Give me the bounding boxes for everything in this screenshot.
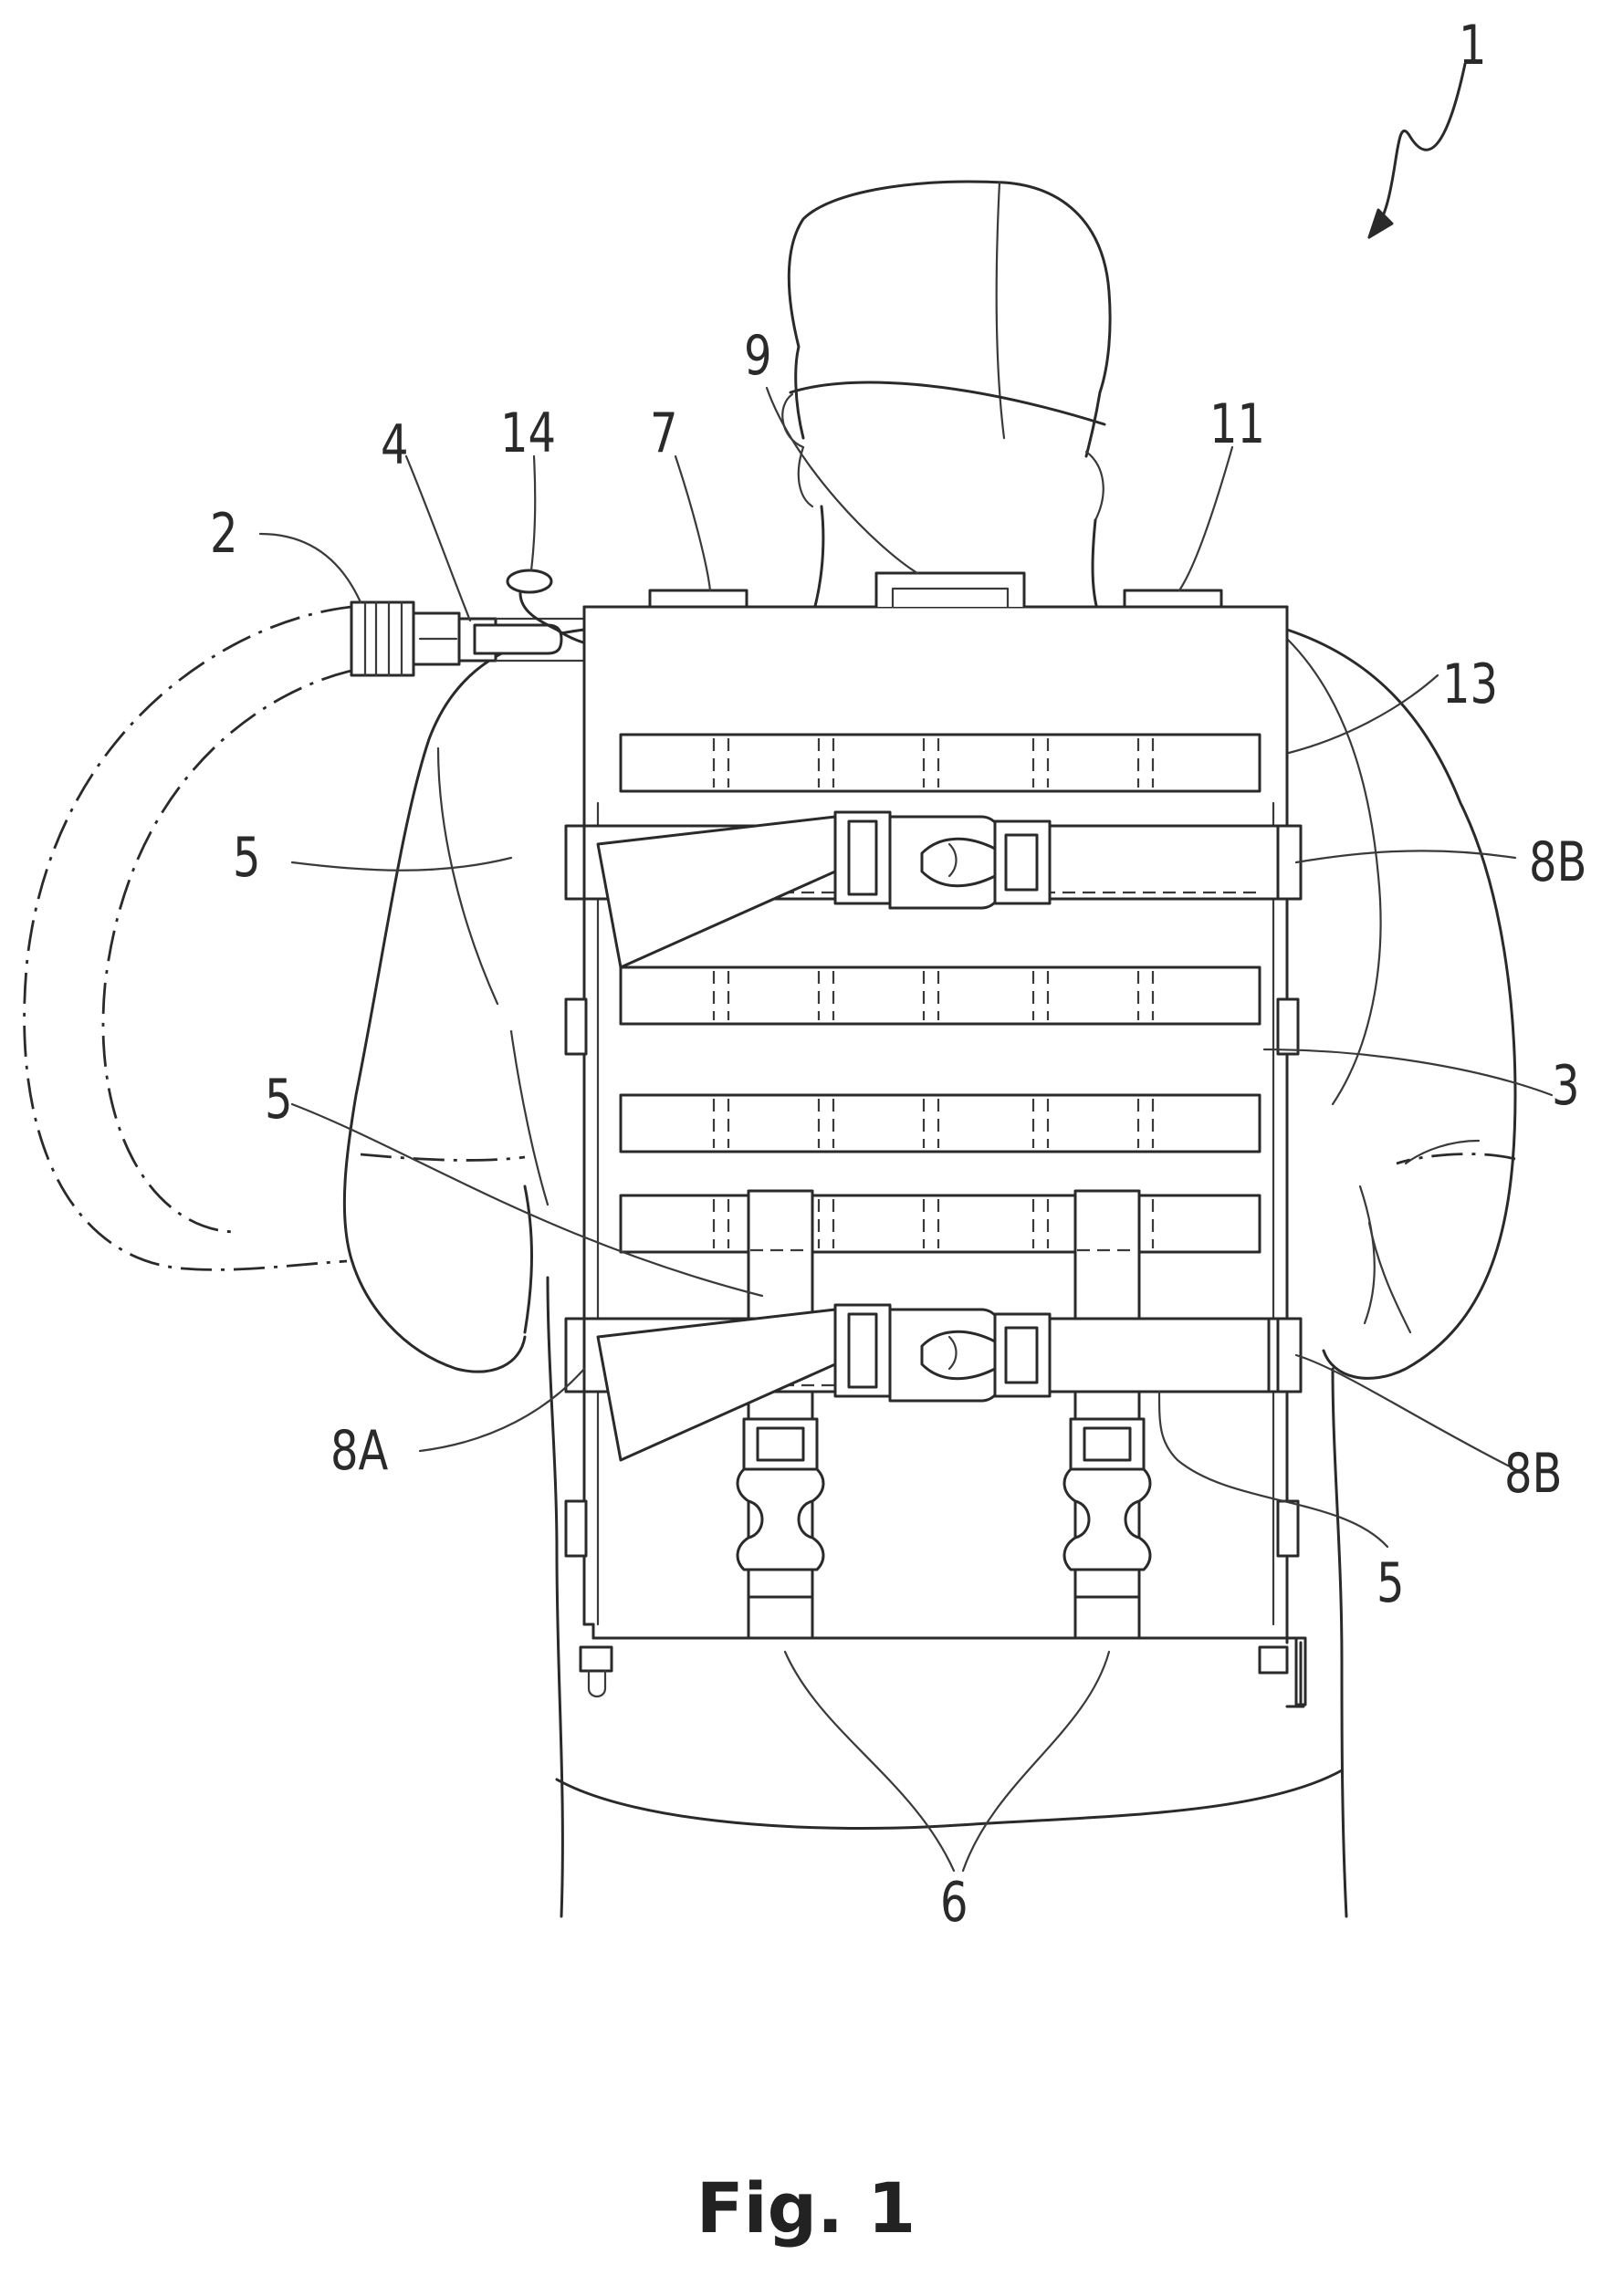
- reference-numeral-5-middle: 5: [265, 1068, 293, 1132]
- reference-numeral-8A: 8A: [330, 1419, 389, 1483]
- hose: [23, 605, 352, 1271]
- reference-numeral-1: 1: [1459, 14, 1487, 78]
- reference-numeral-8B-lower: 8B: [1504, 1442, 1563, 1506]
- reference-numeral-3: 3: [1552, 1054, 1580, 1118]
- reference-numeral-14: 14: [500, 402, 557, 465]
- leader-lines: [258, 62, 1554, 1873]
- reference-numeral-13: 13: [1442, 652, 1499, 716]
- reference-numeral-9: 9: [744, 324, 772, 388]
- figure-caption: Fig. 1: [696, 2167, 916, 2249]
- head: [781, 180, 1112, 631]
- reference-numeral-11: 11: [1209, 392, 1266, 456]
- webbing-rows: [619, 733, 1261, 1254]
- waist-buckles: [736, 1417, 1152, 1599]
- reference-numeral-4: 4: [381, 413, 409, 477]
- upper-chest-strap: [582, 810, 1280, 969]
- lower-chest-strap: [582, 1303, 1280, 1462]
- reference-numeral-5-upper: 5: [233, 826, 261, 890]
- reference-numeral-5-lower: 5: [1376, 1551, 1405, 1615]
- reference-numeral-2: 2: [210, 502, 238, 566]
- reference-numeral-6: 6: [940, 1871, 968, 1935]
- valve-14: [506, 569, 591, 645]
- hose-connector: [350, 600, 586, 677]
- reference-numeral-8B-upper: 8B: [1529, 830, 1587, 894]
- reference-numeral-7: 7: [650, 402, 678, 465]
- body-outline: [342, 628, 1517, 1918]
